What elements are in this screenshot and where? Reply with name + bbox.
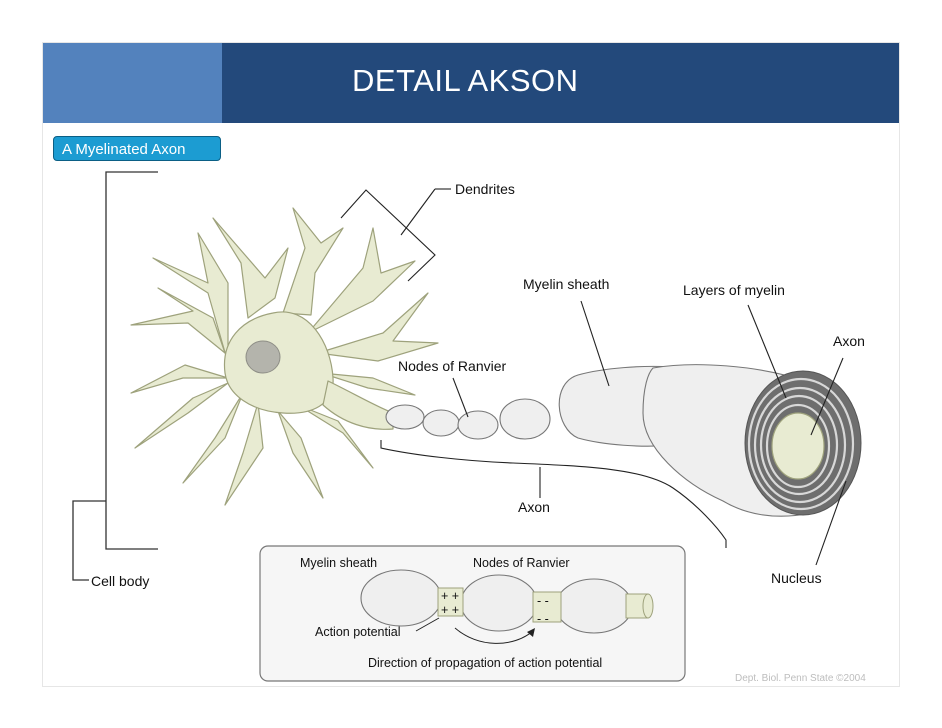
neuron-cell-body [130, 207, 439, 506]
myelin-sheath-leader [580, 300, 610, 387]
inset-myelin-segment [460, 574, 538, 632]
myelin-segment [385, 404, 425, 430]
header-bar: DETAIL AKSON [222, 43, 899, 123]
dendrite [182, 392, 244, 484]
propagation-arrow [454, 627, 534, 644]
inset-minus-bottom: - - [537, 612, 549, 626]
image-credit: Dept. Biol. Penn State ©2004 [735, 673, 866, 684]
label-axon-top: Axon [833, 333, 865, 349]
label-nucleus: Nucleus [771, 570, 822, 586]
myelin-segment [499, 398, 551, 440]
inset-label-myelin-sheath: Myelin sheath [300, 556, 377, 570]
inset-node-depolarized [437, 587, 464, 617]
dendrite [297, 404, 374, 469]
propagation-arrowhead [527, 628, 535, 637]
slide: DETAIL AKSON A Myelinated Axon [42, 42, 900, 687]
nucleus-leader [815, 480, 847, 566]
inset-label-action-potential: Action potential [315, 625, 400, 639]
axon-core [771, 412, 825, 480]
header-accent-block [43, 43, 222, 123]
inset-label-direction: Direction of propagation of action poten… [368, 656, 602, 670]
dendrite [130, 364, 229, 394]
inset-label-nodes-of-ranvier: Nodes of Ranvier [473, 556, 570, 570]
dendrites-bracket [340, 189, 436, 282]
slide-title: DETAIL AKSON [352, 63, 579, 98]
inset-minus-top: - - [537, 594, 549, 608]
dendrite [317, 292, 439, 362]
leader-lines [340, 188, 847, 566]
label-dendrites: Dendrites [455, 181, 515, 197]
diagram-badge: A Myelinated Axon [53, 136, 221, 161]
dendrite [134, 382, 229, 449]
cell-nucleus [245, 340, 281, 374]
label-layers-of-myelin: Layers of myelin [683, 282, 785, 298]
dendrite [320, 372, 416, 396]
action-potential-inset: Myelin sheath Nodes of Ranvier + + + + -… [259, 545, 686, 682]
cell-body-leader [72, 500, 106, 581]
dendrite [277, 410, 324, 499]
dendrite [282, 207, 344, 316]
axon-leader [810, 357, 844, 436]
inset-node-resting [532, 591, 562, 623]
inset-myelin-segment [555, 578, 633, 634]
axon-underline [380, 440, 727, 548]
myelin-segment [457, 410, 499, 440]
nodes-of-ranvier-leader [452, 377, 469, 418]
inset-plus-top: + + [441, 589, 459, 603]
neuron-diagram: Dendrites Myelin sheath Layers of myelin… [72, 171, 866, 684]
dendrite [130, 287, 226, 354]
inset-axon-cap [642, 593, 654, 619]
label-axon-bottom: Axon [518, 499, 550, 515]
label-myelin-sheath: Myelin sheath [523, 276, 609, 292]
myelin-segment [422, 409, 460, 437]
label-cell-body: Cell body [91, 573, 149, 589]
dendrite [307, 227, 416, 334]
axon-hillock [322, 380, 394, 430]
inset-plus-bottom: + + [441, 603, 459, 617]
label-nodes-of-ranvier: Nodes of Ranvier [398, 358, 507, 374]
dendrite [152, 232, 229, 364]
layers-of-myelin-leader [747, 304, 787, 399]
inset-myelin-segment [360, 569, 442, 627]
cell-body-bracket [105, 171, 158, 550]
myelin-cross-section [744, 370, 862, 516]
dendrite [224, 402, 264, 506]
dendrite [212, 217, 289, 319]
